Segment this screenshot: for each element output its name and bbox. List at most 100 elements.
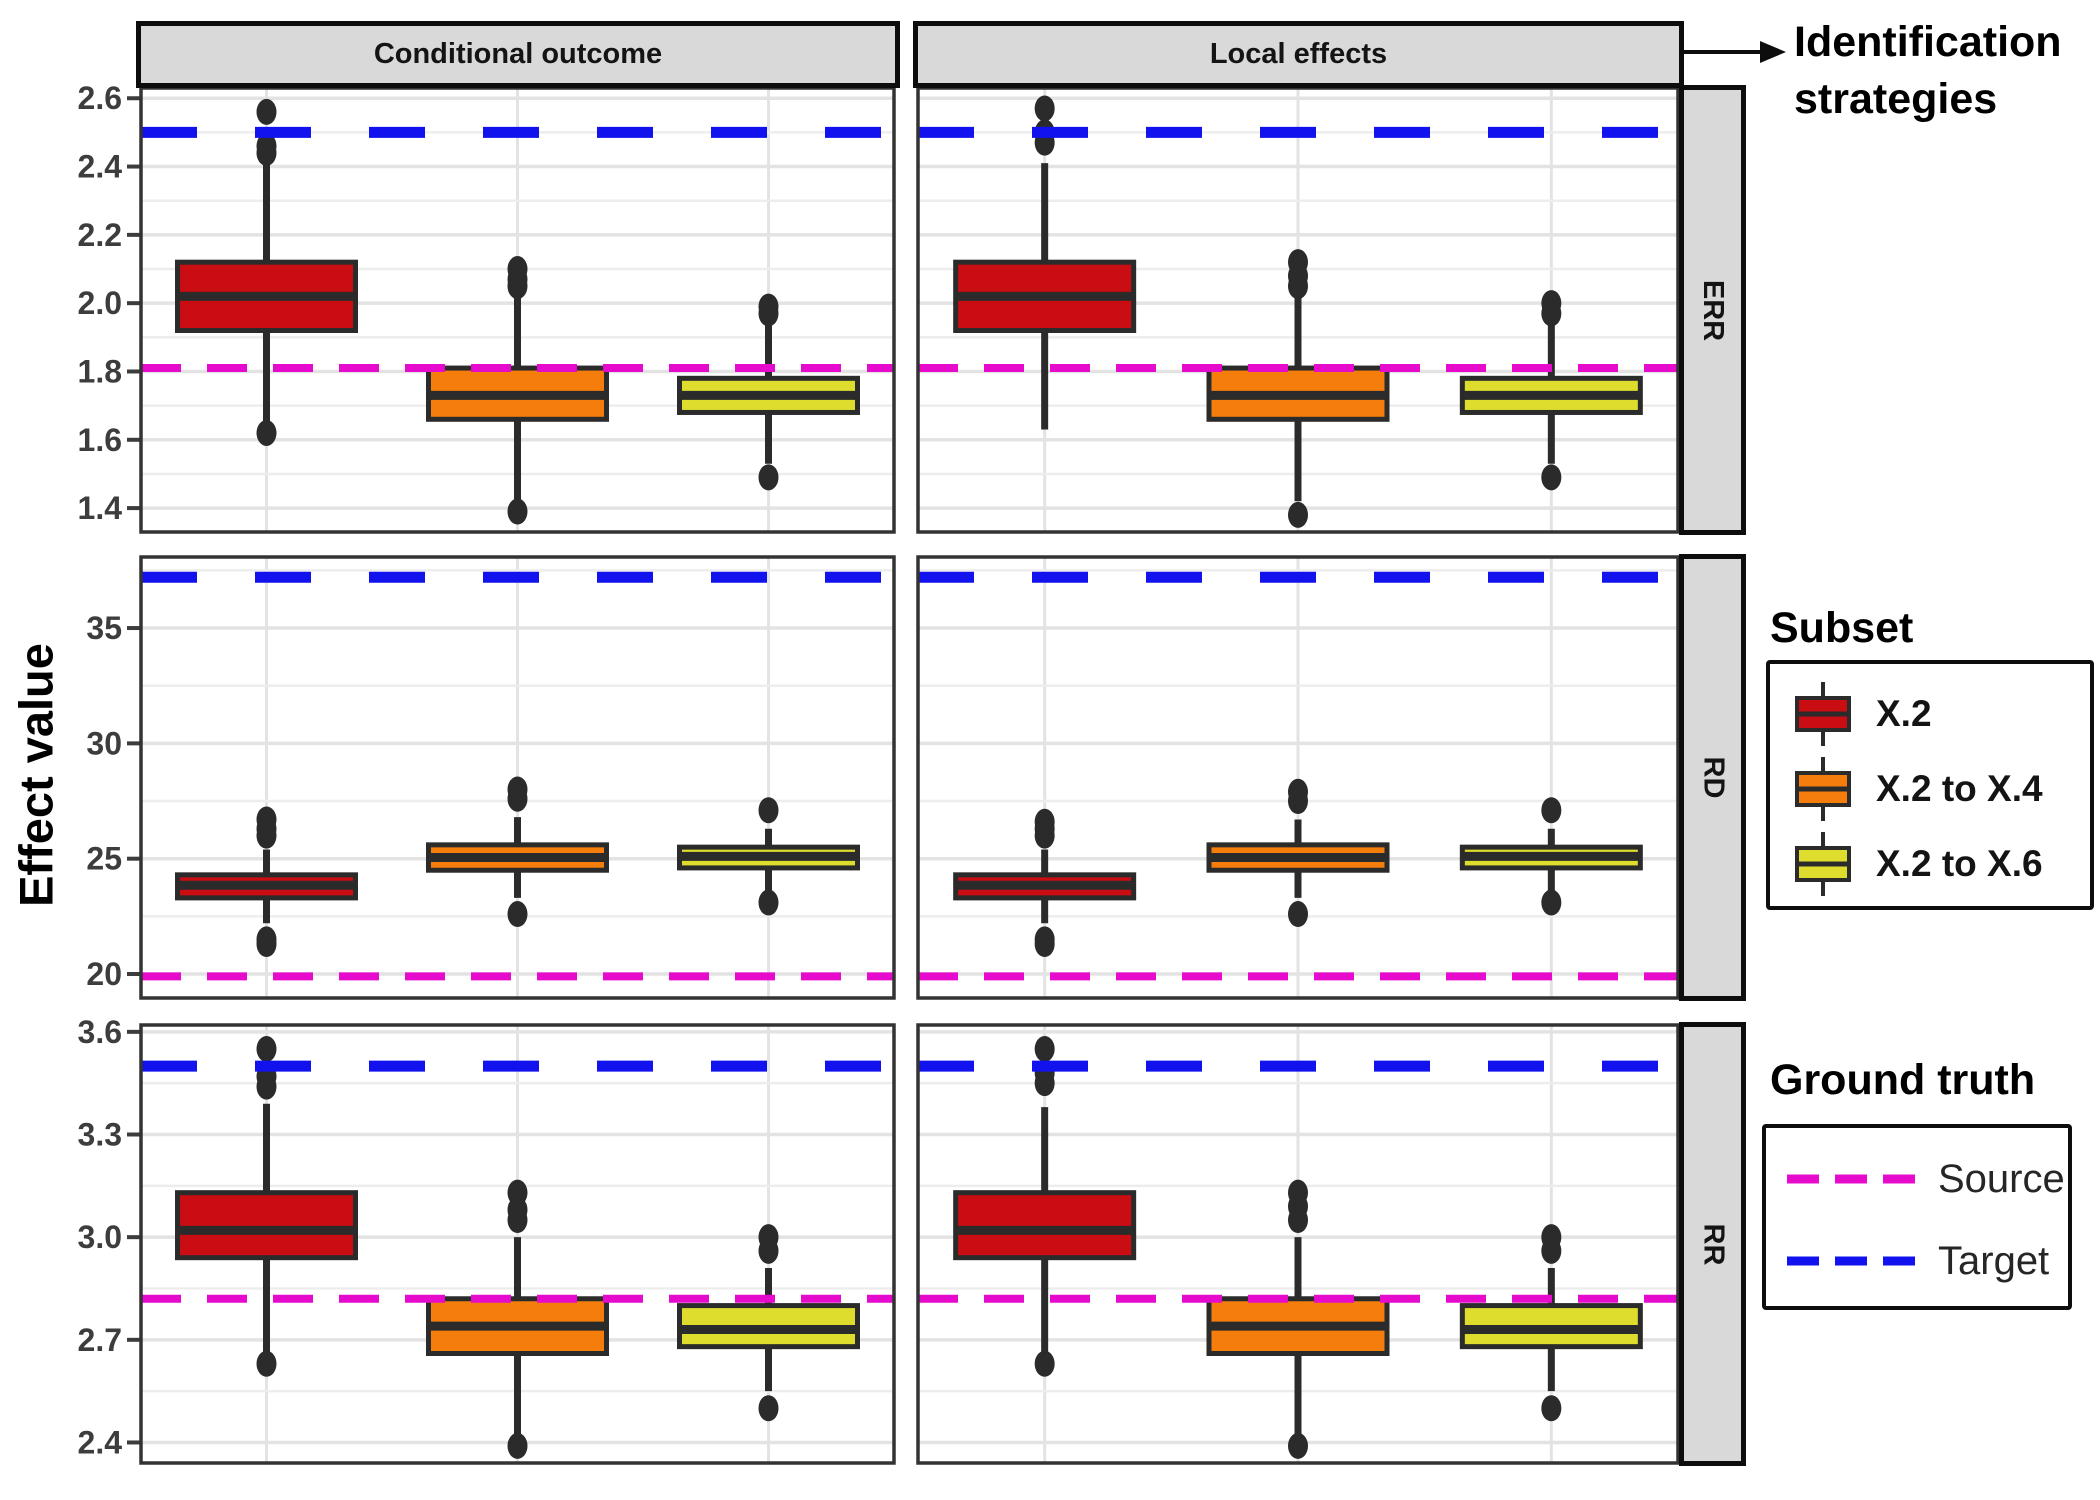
outlier-dot	[1288, 778, 1308, 805]
facet-panel-ERR-1	[916, 86, 1680, 534]
facet-strip-local-effects: Local effects	[913, 21, 1684, 88]
outlier-dot	[256, 419, 277, 446]
facet-panel-RD-0	[139, 555, 896, 1000]
boxplot-x-2-to-x-4	[1206, 1179, 1390, 1459]
axis-tick-label: 35	[86, 610, 122, 646]
subset-legend-title: Subset	[1770, 604, 1914, 652]
axis-tick-label: 2.4	[78, 149, 123, 185]
boxplot-x-2	[175, 98, 358, 446]
outlier-dot	[1034, 926, 1055, 953]
identification-strategies-annotation: Identification strategies	[1794, 14, 2062, 128]
outlier-dot	[507, 256, 528, 283]
boxplot-x-2-to-x-6	[1459, 290, 1643, 491]
dashed-line-key-icon	[1787, 1174, 1915, 1184]
outlier-dot	[256, 1035, 277, 1062]
legend-item-x2-x6: X.2 to X.6	[1792, 826, 2090, 901]
facet-strip-err: ERR	[1679, 85, 1746, 535]
outlier-dot	[1034, 1350, 1055, 1377]
outlier-dot	[507, 901, 528, 928]
outlier-dot	[758, 464, 779, 491]
outlier-dot	[507, 776, 528, 803]
outlier-dot	[256, 133, 277, 160]
subset-legend-box: X.2 X.2 to X.4 X.2 to X.6	[1766, 660, 2094, 910]
y-axis-row-ERR: 2.62.42.22.01.81.61.4	[78, 80, 141, 526]
outlier-dot	[1541, 464, 1562, 491]
facet-strip-conditional-outcome: Conditional outcome	[136, 21, 900, 88]
boxplot-x-2	[953, 95, 1137, 430]
axis-tick-label: 2.7	[78, 1322, 122, 1358]
outlier-dot	[1288, 501, 1308, 528]
panel-border	[139, 86, 896, 534]
boxplot-x-2	[175, 806, 358, 958]
boxplot-key-icon	[1795, 756, 1851, 821]
box	[175, 1190, 358, 1261]
facet-strip-rr: RR	[1679, 1022, 1746, 1466]
legend-label: Source	[1938, 1156, 2065, 1201]
ground-truth-legend-title: Ground truth	[1770, 1056, 2036, 1104]
axis-tick-label: 30	[86, 725, 122, 761]
facet-strip-label: RR	[1696, 1223, 1729, 1265]
outlier-dot	[1288, 1179, 1308, 1206]
facet-panel-RD-1	[916, 555, 1680, 1000]
axis-tick-label: 3.6	[78, 1014, 122, 1050]
facet-strip-label: Conditional outcome	[373, 38, 663, 70]
legend-item-target: Target	[1786, 1220, 2068, 1302]
facet-panel-RR-1	[916, 1023, 1680, 1465]
outlier-dot	[1034, 1035, 1055, 1062]
outlier-dot	[507, 1432, 528, 1459]
outlier-dot	[256, 1350, 277, 1377]
outlier-dot	[507, 498, 528, 525]
outlier-dot	[1541, 797, 1562, 824]
outlier-dot	[1541, 1224, 1562, 1251]
axis-tick-label: 1.8	[78, 353, 122, 389]
facet-panel-RR-0	[139, 1023, 896, 1465]
boxplot-x-2-to-x-6	[1459, 1224, 1643, 1422]
panel-border	[916, 555, 1680, 1000]
annotation-line-2: strategies	[1794, 75, 1998, 123]
legend-label: Target	[1938, 1238, 2050, 1283]
panel-border	[139, 555, 896, 1000]
outlier-dot	[1288, 1432, 1308, 1459]
boxplot-x-2-to-x-6	[677, 797, 860, 916]
legend-item-x2-x4: X.2 to X.4	[1792, 751, 2090, 826]
legend-label: X.2 to X.4	[1876, 767, 2043, 809]
axis-tick-label: 3.0	[78, 1219, 122, 1255]
axis-tick-label: 2.4	[78, 1424, 123, 1460]
annotation-line-1: Identification	[1794, 18, 2062, 66]
legend-label: X.2	[1876, 692, 1932, 734]
outlier-dot	[1541, 889, 1562, 916]
boxplot-x-2	[953, 808, 1137, 958]
boxplot-x-2-to-x-4	[1206, 778, 1390, 928]
panel-border	[916, 86, 1680, 534]
y-axis-title: Effect value	[9, 643, 63, 907]
axis-tick-label: 1.4	[78, 490, 123, 526]
axis-tick-label: 1.6	[78, 422, 122, 458]
axis-tick-label: 2.6	[78, 80, 122, 116]
legend-item-source: Source	[1786, 1138, 2068, 1220]
y-axis-row-RD: 35 30 25 20	[86, 610, 141, 992]
boxplot-key-icon	[1795, 831, 1851, 896]
axis-tick-label: 3.3	[78, 1117, 122, 1153]
outlier-dot	[1288, 249, 1308, 276]
axis-tick-label: 20	[86, 956, 122, 992]
outlier-dot	[758, 293, 779, 320]
facet-panel-ERR-0	[139, 86, 896, 534]
ground-truth-legend-box: Source Target	[1762, 1124, 2072, 1310]
boxplot-x-2-to-x-4	[426, 776, 609, 928]
legend-label: X.2 to X.6	[1876, 842, 2043, 884]
boxplot-x-2-to-x-6	[1459, 797, 1643, 916]
boxplot-x-2-to-x-4	[426, 1179, 609, 1459]
boxplot-x-2-to-x-4	[1206, 249, 1390, 528]
boxplot-x-2	[175, 1035, 358, 1377]
outlier-dot	[1034, 808, 1055, 835]
dashed-line-key-icon	[1787, 1256, 1915, 1266]
axis-tick-label: 2.2	[78, 217, 122, 253]
axis-tick-label: 25	[86, 841, 122, 877]
boxplot-x-2-to-x-6	[677, 1224, 860, 1422]
y-axis-row-RR: 3.6 3.3 3.0 2.7 2.4	[78, 1014, 141, 1460]
boxplot-key-icon	[1795, 681, 1851, 746]
facet-strip-label: ERR	[1697, 279, 1730, 341]
outlier-dot	[1034, 95, 1055, 122]
boxplot-x-2-to-x-4	[426, 256, 609, 525]
